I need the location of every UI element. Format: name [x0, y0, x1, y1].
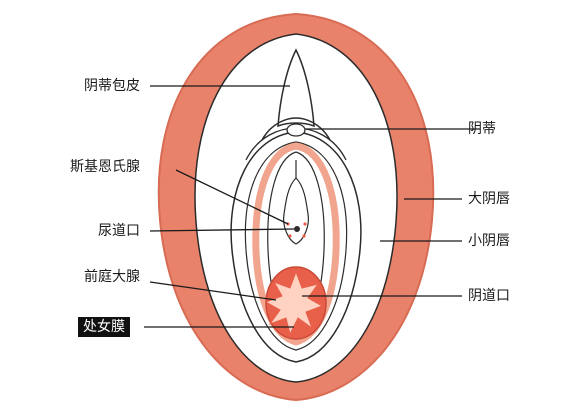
label-bartholin-glands: 前庭大腺	[84, 269, 140, 285]
clitoris-shape	[286, 123, 306, 137]
label-vaginal-opening: 阴道口	[468, 288, 510, 304]
label-labia-majora: 大阴唇	[468, 191, 510, 207]
urethral-opening-dot	[294, 226, 300, 232]
label-clitoral-hood: 阴蒂包皮	[84, 78, 140, 94]
hymen-shape	[264, 270, 324, 336]
label-hymen: 处女膜	[78, 317, 130, 337]
leader-skene	[175, 169, 289, 225]
label-clitoris: 阴蒂	[468, 121, 496, 137]
vestibule-band	[252, 142, 340, 346]
leader-bartholin	[149, 281, 277, 301]
clitoral-hood-shape	[277, 48, 315, 128]
label-urethral-opening: 尿道口	[98, 223, 140, 239]
leader-lines	[144, 85, 480, 328]
leader-urethral	[149, 228, 295, 232]
label-labia-minora: 小阴唇	[468, 233, 510, 249]
label-skene-glands: 斯基恩氏腺	[70, 159, 140, 175]
urethral-region	[283, 177, 309, 245]
